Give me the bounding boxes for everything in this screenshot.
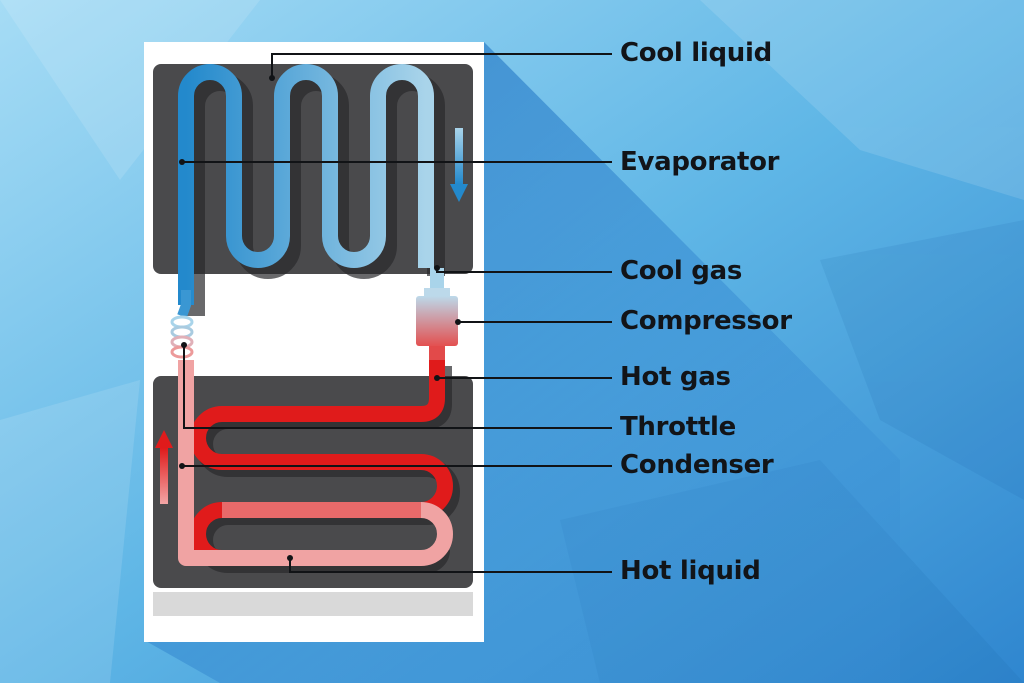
leader-cool-liquid	[271, 53, 612, 78]
arrow-down-icon	[450, 128, 468, 202]
label-compressor: Compressor	[620, 306, 792, 336]
leader-hot-liquid	[289, 558, 612, 573]
fridge-shadow	[144, 42, 900, 683]
arrow-up-icon	[155, 430, 173, 504]
label-hot-liquid: Hot liquid	[620, 556, 761, 586]
label-hot-gas: Hot gas	[620, 362, 731, 392]
label-condenser: Condenser	[620, 450, 774, 480]
evaporator-outlet	[177, 290, 191, 318]
hot-liquid-pipe	[178, 360, 453, 566]
leader-throttle	[183, 345, 612, 429]
label-cool-liquid: Cool liquid	[620, 38, 772, 68]
compressor	[416, 288, 458, 360]
label-throttle: Throttle	[620, 412, 736, 442]
leader-dots	[179, 75, 461, 561]
label-cool-gas: Cool gas	[620, 256, 743, 286]
label-evaporator: Evaporator	[620, 147, 780, 177]
evaporator-pipe	[178, 64, 434, 305]
leader-lines	[182, 53, 612, 573]
fridge-base-strip	[153, 592, 473, 616]
cool-gas-tube	[430, 268, 444, 294]
